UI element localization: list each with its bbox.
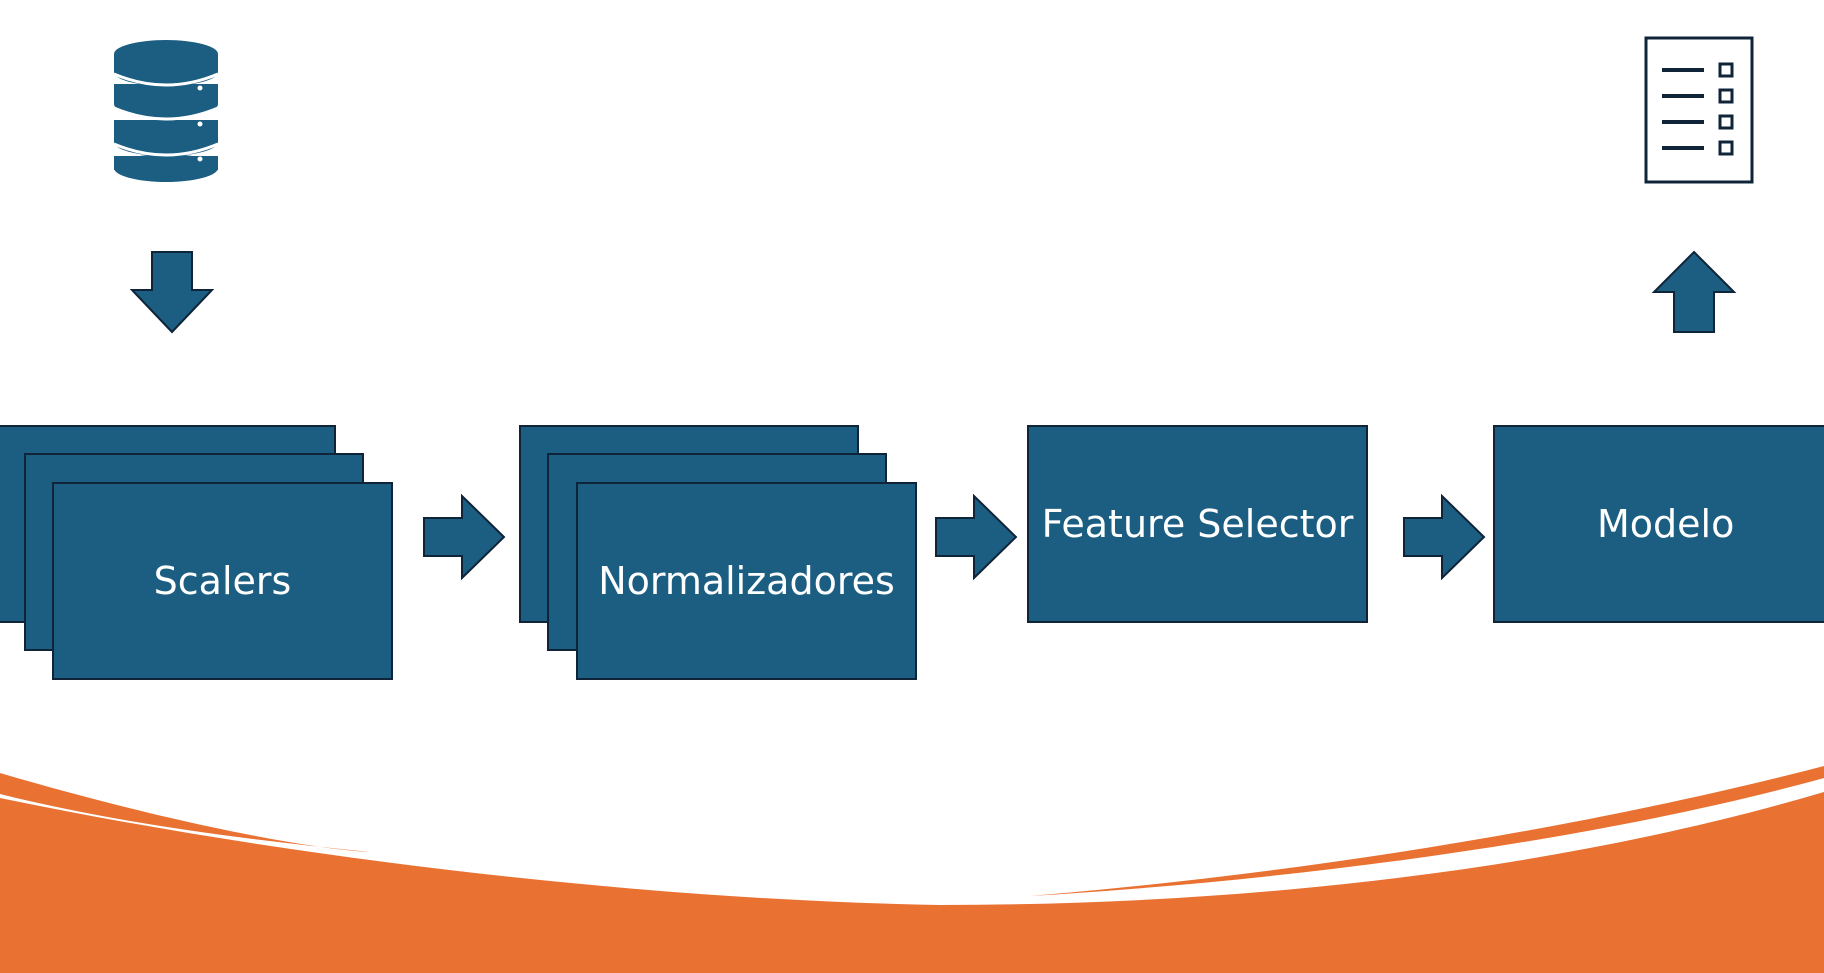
normalizers-box: Normalizadores: [576, 482, 917, 680]
arrow-right-icon: [934, 494, 1018, 580]
feature-selector-box: Feature Selector: [1027, 425, 1368, 623]
arrow-right-icon: [1402, 494, 1486, 580]
arrow-up-icon: [1650, 250, 1738, 334]
database-icon: [112, 38, 220, 182]
checklist-icon: [1644, 36, 1754, 184]
scalers-box: Scalers: [52, 482, 393, 680]
model-label: Modelo: [1597, 502, 1735, 546]
orange-wave-decoration: [0, 740, 1824, 973]
feature-selector-label: Feature Selector: [1041, 502, 1354, 546]
arrow-down-icon: [128, 250, 216, 334]
scalers-label: Scalers: [153, 559, 292, 603]
model-box: Modelo: [1493, 425, 1824, 623]
normalizers-label: Normalizadores: [598, 559, 895, 603]
arrow-right-icon: [422, 494, 506, 580]
